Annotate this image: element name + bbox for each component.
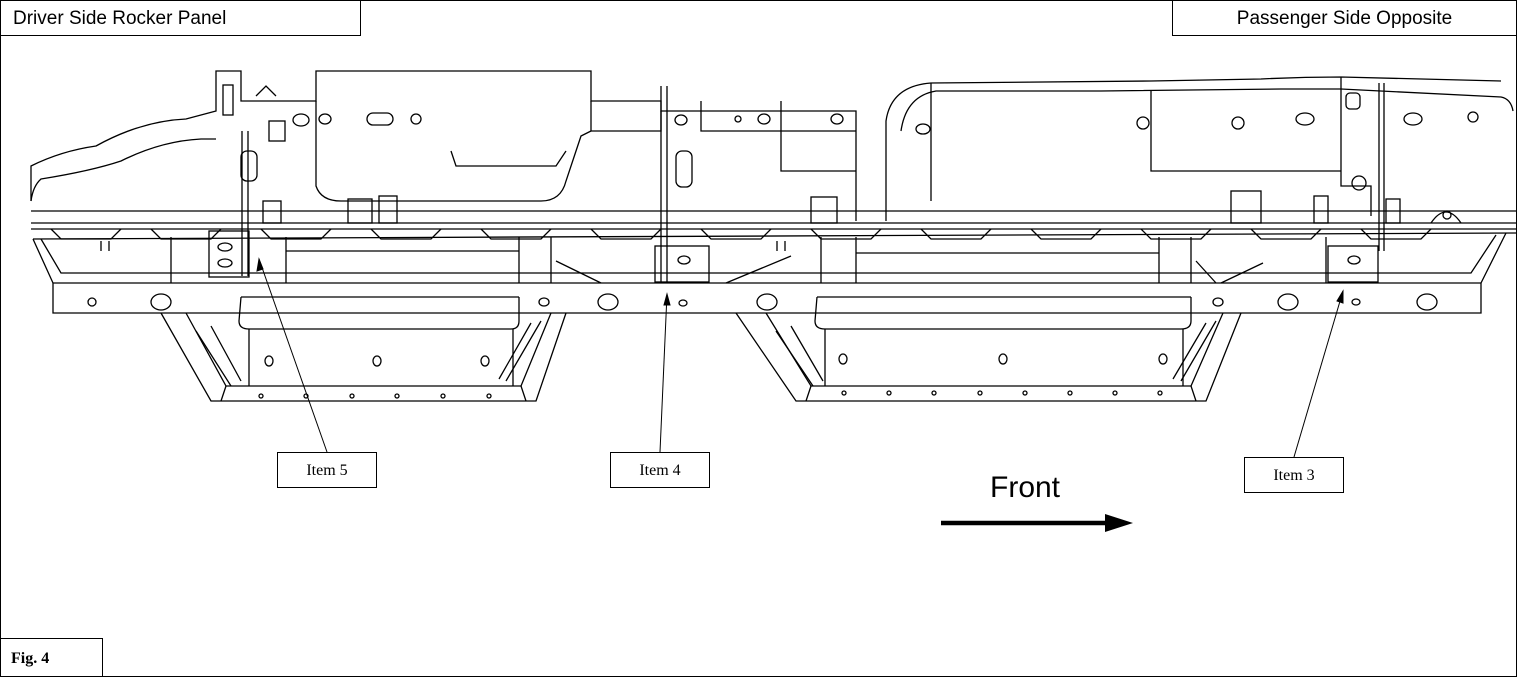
figure-label: Fig. 4 [1, 638, 103, 676]
leader-line-item-5 [258, 258, 328, 453]
step-pad-left [160, 296, 567, 402]
passenger-side-title: Passenger Side Opposite [1172, 1, 1516, 36]
leader-line-item-3 [1293, 290, 1344, 458]
leader-lines [256, 257, 1344, 458]
step-holes [87, 293, 1438, 311]
callout-item-4: Item 4 [610, 452, 710, 488]
running-board [32, 232, 1516, 314]
mounting-bracket-left [208, 131, 250, 278]
callout-item-3: Item 3 [1244, 457, 1344, 493]
leader-arrow-item-5 [256, 257, 264, 272]
leader-line-item-4 [659, 293, 668, 453]
body-holes [222, 84, 1479, 191]
rocker-sill [31, 190, 1516, 240]
driver-side-title: Driver Side Rocker Panel [1, 1, 361, 36]
right-arrow-icon [941, 514, 1133, 532]
front-direction-label: Front [990, 471, 1061, 504]
step-pad-right [735, 296, 1242, 402]
callout-item-5: Item 5 [277, 452, 377, 488]
vehicle-body-outline [30, 70, 1514, 251]
leader-arrow-item-4 [663, 292, 671, 306]
mounting-bracket-right [1327, 245, 1379, 283]
leader-arrow-item-3 [1336, 289, 1344, 304]
mounting-bracket-center [654, 86, 710, 283]
